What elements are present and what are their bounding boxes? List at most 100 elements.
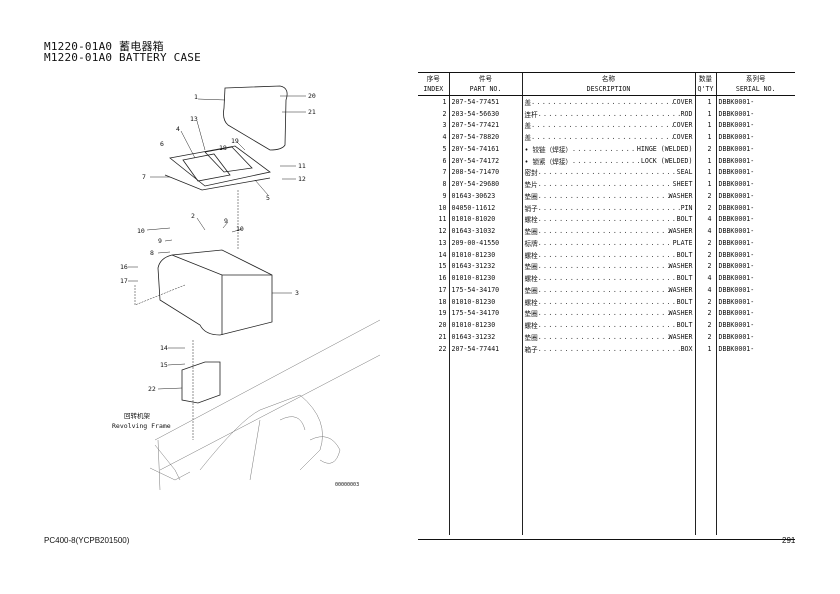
- callout-19: 19: [231, 137, 239, 145]
- callout-2: 2: [191, 212, 195, 220]
- row-desc-en: SHEET: [672, 180, 693, 189]
- row-desc-en: PIN: [680, 203, 693, 212]
- seal-part: [164, 174, 271, 191]
- row-part-number: 01010-81230: [448, 295, 522, 308]
- row-desc-en: BOX: [680, 344, 693, 353]
- row-desc-cn: 垫圈: [524, 228, 538, 237]
- row-desc-en: BOLT: [676, 274, 693, 283]
- row-serial: DBBK0001-: [715, 284, 795, 296]
- row-quantity: 2: [694, 260, 716, 273]
- row-description: 垫片SHEET: [521, 178, 695, 190]
- row-quantity: 1: [694, 154, 716, 167]
- row-serial: DBBK0001-: [715, 190, 795, 202]
- row-description: 螺栓BOLT: [521, 295, 695, 308]
- row-desc-cn: • 锁紧（焊接）: [524, 157, 573, 166]
- callout-15: 15: [160, 361, 168, 369]
- row-desc-cn: 螺栓: [524, 251, 538, 260]
- row-serial: DBBK0001-: [715, 342, 795, 355]
- callout-10: 10: [236, 225, 244, 233]
- row-serial: DBBK0001-: [715, 154, 795, 167]
- row-desc-cn: 标牌: [524, 239, 538, 248]
- row-desc-cn: 垫圈: [524, 310, 538, 319]
- callout-11: 11: [298, 162, 306, 170]
- row-index: 1: [442, 97, 447, 106]
- row-serial: DBBK0001-: [715, 213, 795, 226]
- header-index: INDEX: [418, 84, 449, 96]
- row-part-number: 20Y-54-74172: [448, 154, 522, 167]
- row-desc-cn: 盖: [524, 122, 532, 131]
- cover-part: [223, 85, 288, 151]
- row-description: 螺栓BOLT: [521, 213, 695, 226]
- row-description: 箱子BOX: [521, 342, 695, 355]
- row-desc-cn: 垫圈: [524, 286, 538, 295]
- table-row: 19 175-54-34170 垫圈WASHER 2 DBBK0001-: [418, 307, 795, 320]
- header-row-cn: 序号 件号 名称 数量 系列号: [418, 72, 795, 84]
- parts-table: 序号 件号 名称 数量 系列号 INDEX PART NO. DESCRIPTI…: [418, 72, 795, 535]
- row-desc-en: WASHER: [668, 227, 693, 236]
- header-desc: DESCRIPTION: [521, 84, 695, 96]
- row-serial: DBBK0001-: [715, 95, 795, 108]
- callout-13: 13: [190, 115, 198, 123]
- row-description: 螺栓BOLT: [521, 248, 695, 261]
- callout-20: 20: [308, 92, 316, 100]
- row-index: 18: [438, 297, 447, 306]
- row-quantity: 2: [694, 201, 716, 214]
- row-description: 销子PIN: [521, 201, 695, 214]
- header-part: PART NO.: [448, 84, 522, 96]
- row-index: 13: [438, 238, 447, 247]
- row-part-number: 175-54-34170: [448, 284, 522, 296]
- row-quantity: 1: [694, 107, 716, 120]
- row-desc-cn: 密封: [524, 169, 538, 178]
- callout-16: 16: [120, 263, 128, 271]
- row-serial: DBBK0001-: [715, 237, 795, 249]
- row-quantity: 1: [694, 131, 716, 143]
- row-description: 密封 SEAL: [521, 166, 695, 179]
- row-serial: DBBK0001-: [715, 272, 795, 284]
- row-serial: DBBK0001-: [715, 131, 795, 143]
- row-part-number: 01643-31232: [448, 260, 522, 273]
- table-row: 9 01643-30623 垫圈WASHER 2 DBBK0001-: [418, 190, 795, 202]
- callout-10: 10: [137, 227, 145, 235]
- row-desc-en: WASHER: [668, 262, 693, 271]
- row-part-number: 04050-11612: [448, 201, 522, 214]
- row-index: 9: [442, 191, 447, 200]
- small-box-part: [181, 361, 221, 404]
- row-desc-cn: 垫圈: [524, 333, 538, 342]
- row-quantity: 4: [694, 284, 716, 296]
- table-row: 3 207-54-77421 盖COVER 1 DBBK0001-: [418, 119, 795, 132]
- row-desc-en: WASHER: [668, 332, 693, 341]
- row-quantity: 1: [694, 119, 716, 132]
- row-quantity: 2: [694, 143, 716, 155]
- callout-12: 12: [298, 175, 306, 183]
- table-bottom-rule: [418, 539, 795, 540]
- frame-label-chinese: 回转机架: [124, 411, 151, 420]
- header-index-cn: 序号: [418, 72, 449, 84]
- callout-14: 14: [160, 344, 168, 352]
- table-filler: [418, 354, 795, 535]
- row-index: 17: [438, 285, 447, 294]
- row-desc-en: SEAL: [676, 168, 693, 177]
- row-index: 8: [442, 180, 447, 189]
- header-part-cn: 件号: [448, 72, 522, 84]
- row-index: 4: [442, 133, 447, 142]
- row-quantity: 1: [694, 342, 716, 355]
- row-serial: DBBK0001-: [715, 143, 795, 155]
- header-row-en: INDEX PART NO. DESCRIPTION Q'TY SERIAL N…: [418, 84, 795, 96]
- row-desc-en: COVER: [672, 97, 693, 106]
- row-quantity: 4: [694, 225, 716, 237]
- row-index: 11: [438, 215, 447, 224]
- row-description: 标牌PLATE: [521, 237, 695, 249]
- row-index: 10: [438, 203, 447, 212]
- row-index: 3: [442, 121, 447, 130]
- row-part-number: 203-54-56630: [448, 107, 522, 120]
- row-description: 螺栓BOLT: [521, 319, 695, 331]
- row-desc-cn: 连杆: [524, 110, 538, 119]
- row-serial: DBBK0001-: [715, 166, 795, 179]
- row-desc-en: ROD: [680, 109, 693, 118]
- table-row: 13 209-00-41550 标牌PLATE 2 DBBK0001-: [418, 237, 795, 249]
- callout-9: 9: [224, 217, 228, 225]
- row-desc-en: BOLT: [676, 215, 693, 224]
- row-index: 15: [438, 262, 447, 271]
- row-description: 垫圈 WASHER: [521, 225, 695, 237]
- footer-page-number: 291: [782, 536, 796, 545]
